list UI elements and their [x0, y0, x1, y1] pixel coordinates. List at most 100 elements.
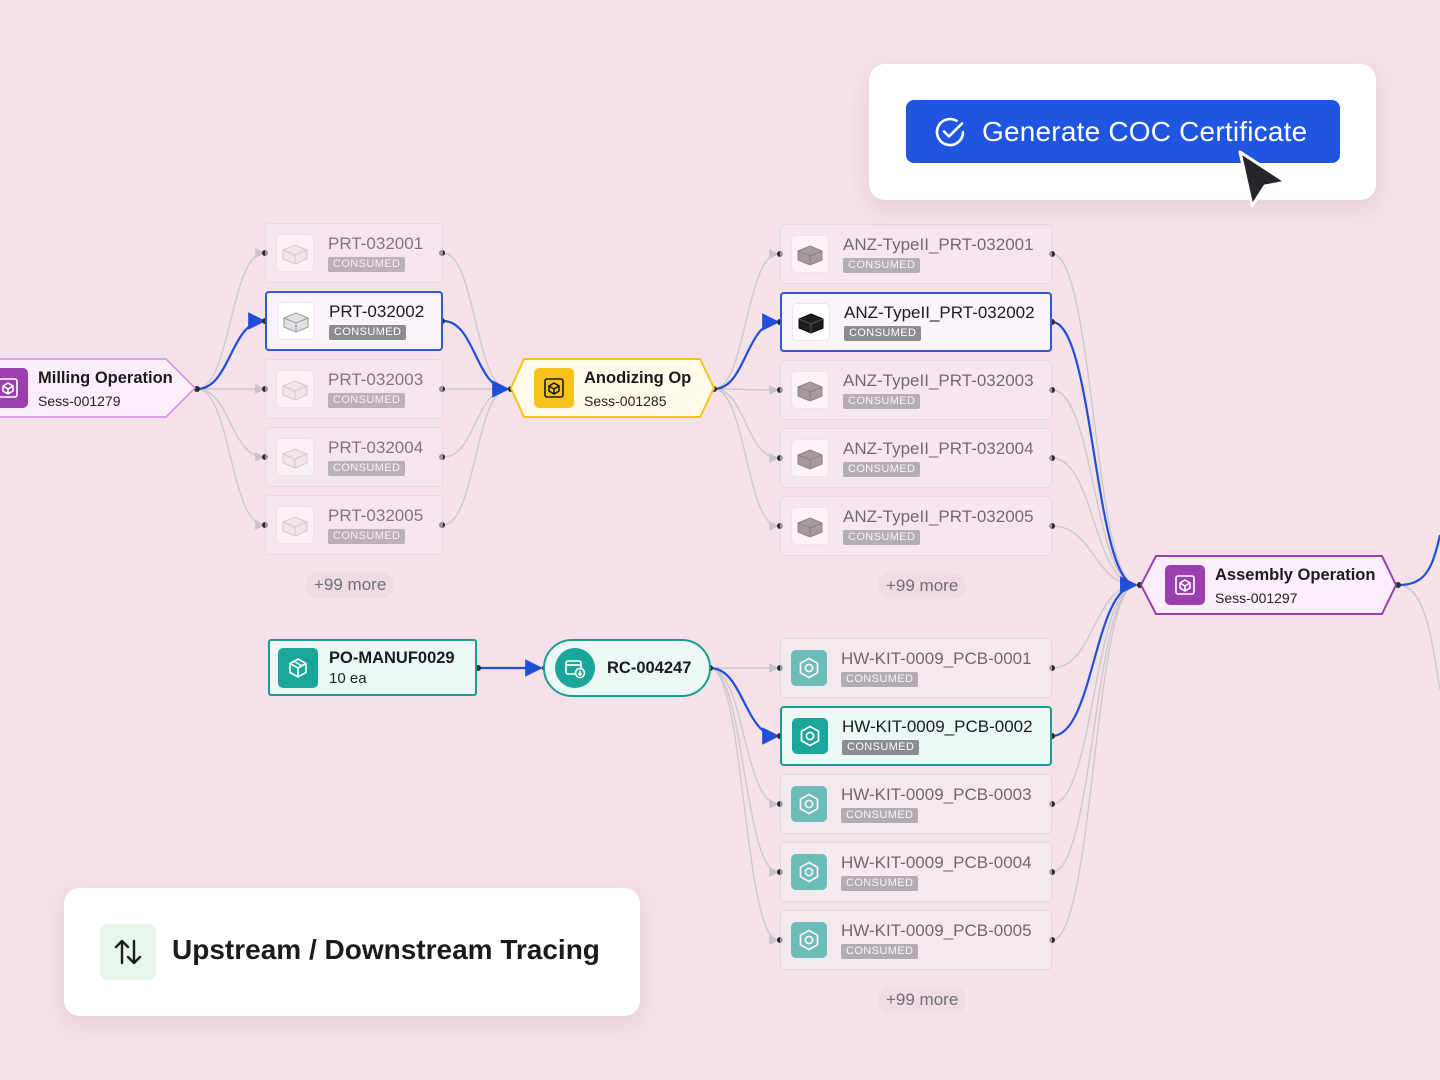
edge-anodizing-to-anodized	[713, 388, 779, 531]
part-thumbnail	[277, 302, 315, 340]
operation-icon	[534, 368, 574, 408]
status-badge: CONSUMED	[328, 257, 406, 272]
generate-coc-button[interactable]: Generate COC Certificate	[906, 100, 1340, 163]
edge-anodizing-to-anodized	[713, 388, 779, 463]
edge-part-to-anodizing	[442, 384, 509, 458]
edge-port-dot	[1395, 582, 1401, 588]
part-id: PRT-032003	[328, 370, 424, 389]
status-badge: CONSUMED	[843, 258, 921, 273]
edge-pcb-to-assembly	[1051, 576, 1138, 738]
status-badge: CONSUMED	[841, 672, 919, 687]
edge-anodizing-to-anodized	[713, 249, 779, 390]
operation-session: Sess-001285	[584, 393, 667, 409]
up-down-arrows-icon	[100, 924, 156, 980]
edge-milling-to-part	[196, 248, 265, 390]
part-id: PRT-032002	[329, 302, 425, 321]
pcb-kit-id: HW-KIT-0009_PCB-0003	[841, 785, 1032, 804]
edge-receipt-to-pcb	[709, 667, 779, 877]
part-id: PRT-032005	[328, 506, 424, 525]
edge-assembly-downstream	[1397, 534, 1440, 587]
status-badge: CONSUMED	[328, 529, 406, 544]
operation-title: Anodizing Op	[584, 369, 692, 387]
generate-coc-label: Generate COC Certificate	[982, 115, 1308, 147]
edge-anodized-to-assembly	[1051, 457, 1137, 590]
status-badge: CONSUMED	[328, 461, 406, 476]
hex-nut-icon	[791, 922, 827, 958]
edge-anodized-to-assembly	[1051, 320, 1138, 594]
operation-title: Assembly Operation	[1215, 566, 1376, 584]
hexagon-shape	[0, 358, 197, 418]
mouse-cursor-icon	[1238, 150, 1288, 208]
edge-part-to-anodizing	[442, 319, 510, 398]
edge-pcb-to-assembly	[1051, 580, 1137, 873]
pcb-kit-id: HW-KIT-0009_PCB-0002	[842, 717, 1033, 736]
anodized-part-thumbnail	[791, 371, 829, 409]
pcb-kit-id: HW-KIT-0009_PCB-0004	[841, 853, 1032, 872]
edge-milling-to-part	[196, 388, 265, 462]
status-badge: CONSUMED	[843, 394, 921, 409]
part-thumbnail	[276, 370, 314, 408]
status-badge: CONSUMED	[843, 462, 921, 477]
edge-pcb-to-assembly	[1051, 580, 1137, 941]
tracing-card	[64, 888, 640, 1016]
part-thumbnail	[276, 506, 314, 544]
edge-part-to-anodizing	[442, 384, 509, 526]
edge-receipt-to-pcb	[709, 666, 780, 745]
parts-more-link[interactable]: +99 more	[306, 572, 395, 598]
status-badge: CONSUMED	[328, 393, 406, 408]
pcb-more-link[interactable]: +99 more	[878, 987, 967, 1013]
edge-receipt-to-pcb	[709, 667, 779, 809]
operation-icon	[1165, 565, 1205, 605]
anodizing-operation-node[interactable]: Anodizing Op Sess-001285	[510, 358, 716, 418]
edge-part-to-anodizing	[442, 252, 509, 394]
edge-anodized-to-assembly	[1051, 253, 1137, 590]
part-id: PRT-032001	[328, 234, 424, 253]
operation-title: Milling Operation	[38, 369, 173, 387]
operation-session: Sess-001297	[1215, 590, 1298, 606]
part-thumbnail	[276, 438, 314, 476]
package-icon	[278, 647, 318, 688]
edge-milling-to-part	[196, 312, 266, 391]
status-badge: CONSUMED	[329, 325, 407, 340]
pcb-kit-id: HW-KIT-0009_PCB-0005	[841, 921, 1032, 940]
anodized-part-thumbnail	[791, 235, 829, 273]
part-id: PRT-032004	[328, 438, 424, 457]
status-badge: CONSUMED	[841, 944, 919, 959]
anodized-part-thumbnail	[791, 439, 829, 477]
hex-nut-icon	[792, 718, 828, 754]
tracing-label: Upstream / Downstream Tracing	[172, 934, 600, 965]
receipt-node[interactable]: RC-004247	[543, 639, 711, 697]
status-badge: CONSUMED	[842, 740, 920, 755]
anodized-id: ANZ-TypeII_PRT-032002	[844, 303, 1035, 322]
purchase-order-id: PO-MANUF0029	[329, 648, 455, 667]
milling-operation-node[interactable]: Milling Operation Sess-001279	[0, 358, 198, 418]
check-circle-icon	[932, 114, 968, 150]
anodized-id: ANZ-TypeII_PRT-032001	[843, 235, 1034, 254]
hex-nut-icon	[791, 854, 827, 890]
assembly-operation-node[interactable]: Assembly Operation Sess-001297	[1140, 555, 1398, 615]
operation-session: Sess-001279	[38, 393, 121, 409]
purchase-order-node[interactable]: PO-MANUF0029 10 ea	[268, 639, 477, 696]
edge-milling-to-part	[196, 388, 265, 530]
edge-receipt-to-pcb	[709, 667, 779, 945]
hex-nut-icon	[791, 786, 827, 822]
anodized-more-link[interactable]: +99 more	[878, 573, 967, 599]
edge-anodizing-to-anodized	[713, 385, 779, 395]
receipt-id: RC-004247	[607, 658, 692, 677]
anodized-id: ANZ-TypeII_PRT-032005	[843, 507, 1034, 526]
